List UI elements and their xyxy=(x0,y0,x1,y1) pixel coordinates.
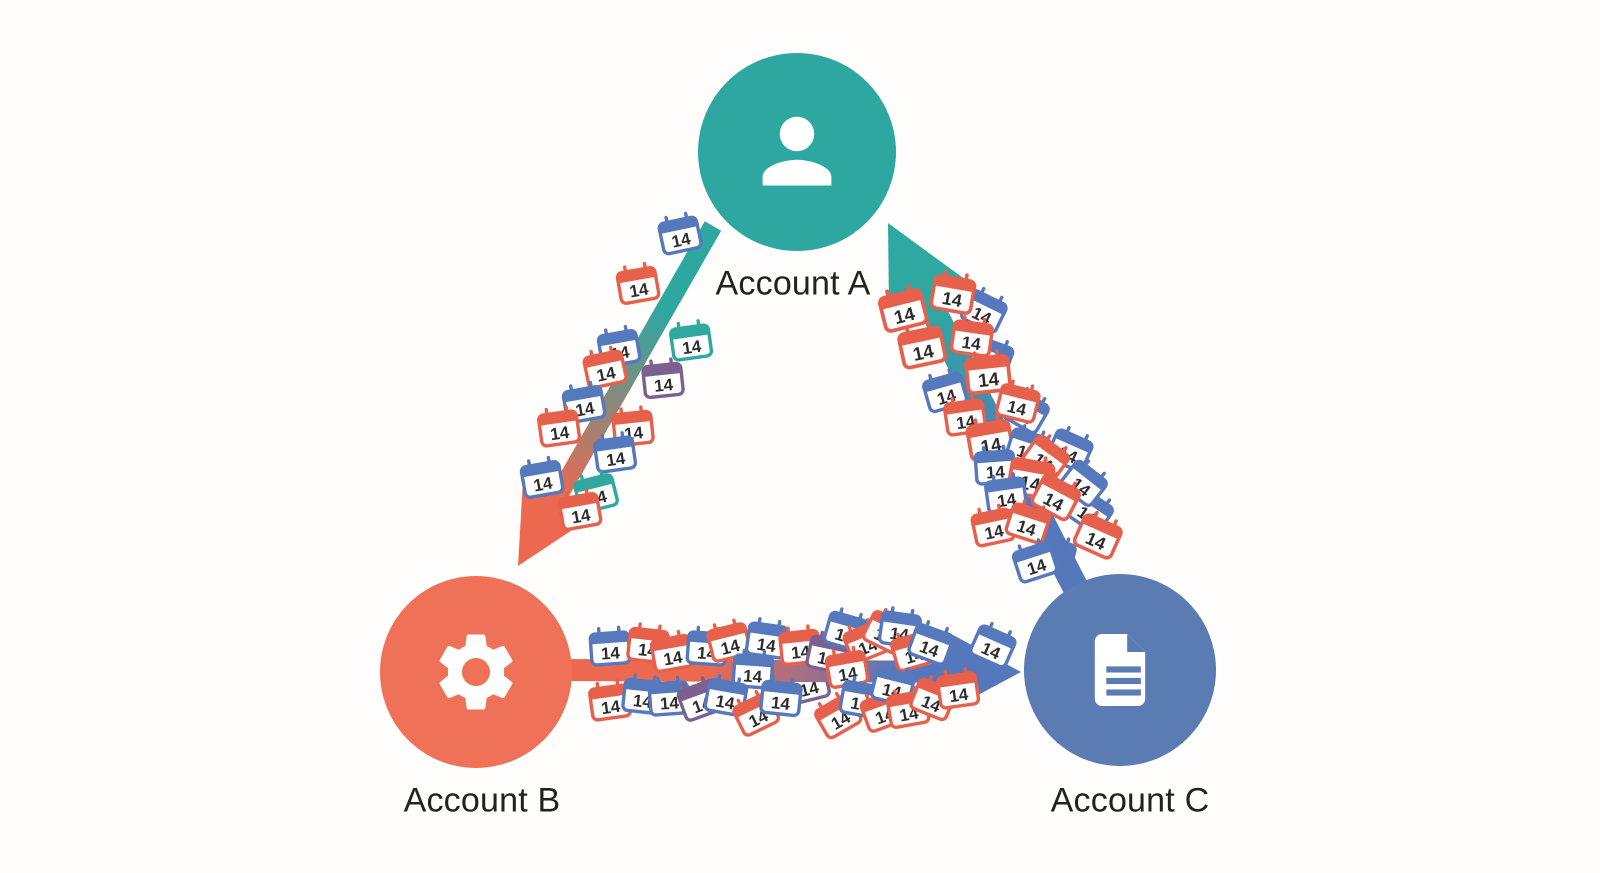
calendar-icon: 14 xyxy=(907,620,955,666)
arrow-a-to-b xyxy=(518,221,722,567)
svg-text:14: 14 xyxy=(574,398,596,420)
calendar-icon: 14 xyxy=(936,667,981,710)
svg-text:14: 14 xyxy=(628,279,650,301)
svg-text:14: 14 xyxy=(1005,397,1028,420)
svg-text:14: 14 xyxy=(653,375,674,396)
calendar-icon: 14 xyxy=(588,679,633,722)
svg-text:14: 14 xyxy=(743,666,764,686)
calendar-icon: 14 xyxy=(669,319,714,362)
calendar-icon: 14 xyxy=(582,345,628,390)
account-a-label: Account A xyxy=(715,264,871,303)
calendar-icon: 14 xyxy=(964,349,1012,396)
svg-text:14: 14 xyxy=(570,505,592,527)
svg-text:14: 14 xyxy=(911,340,936,365)
calendar-icon: 14 xyxy=(593,431,638,474)
gear-icon xyxy=(439,634,513,710)
svg-text:14: 14 xyxy=(770,693,791,714)
calendar-icon: 14 xyxy=(969,621,1017,669)
arrow-c-to-a xyxy=(888,223,1094,606)
svg-text:14: 14 xyxy=(961,333,983,355)
svg-text:14: 14 xyxy=(600,643,621,663)
svg-text:14: 14 xyxy=(719,636,742,659)
svg-text:14: 14 xyxy=(595,363,618,386)
calendar-icon: 14 xyxy=(1004,499,1052,545)
svg-text:14: 14 xyxy=(605,449,627,471)
svg-text:14: 14 xyxy=(977,368,1000,391)
calendar-icon: 14 xyxy=(649,629,695,673)
svg-text:14: 14 xyxy=(714,691,736,713)
account-c-label: Account C xyxy=(1050,781,1210,820)
calendar-icon: 14 xyxy=(557,487,603,531)
svg-text:14: 14 xyxy=(941,288,964,311)
account-nodes-layer xyxy=(380,53,1216,768)
calendar-icon: 14 xyxy=(537,405,582,448)
calendar-icon: 14 xyxy=(657,211,703,256)
calendar-icon: 14 xyxy=(897,321,947,370)
calendar-icon: 14 xyxy=(588,625,632,667)
calendar-icon: 14 xyxy=(1072,510,1123,560)
svg-text:14: 14 xyxy=(756,635,778,657)
svg-text:14: 14 xyxy=(948,685,970,707)
svg-text:14: 14 xyxy=(670,229,693,252)
calendar-icon: 14 xyxy=(744,617,789,660)
calendar-icon: 14 xyxy=(1011,538,1059,584)
svg-text:14: 14 xyxy=(798,678,821,701)
calendar-icon: 14 xyxy=(615,261,661,305)
svg-text:14: 14 xyxy=(662,647,684,669)
calendar-icon: 14 xyxy=(641,357,685,400)
calendar-icon: 14 xyxy=(519,455,565,499)
svg-text:14: 14 xyxy=(600,697,622,719)
calendar-icon: 14 xyxy=(929,269,977,315)
calendar-icon: 14 xyxy=(973,444,1017,486)
svg-text:14: 14 xyxy=(549,423,571,445)
account-b-node xyxy=(380,576,572,768)
svg-text:14: 14 xyxy=(985,462,1006,482)
calendar-icon: 14 xyxy=(943,394,988,437)
svg-text:14: 14 xyxy=(659,693,680,713)
calendar-icon: 14 xyxy=(647,675,691,717)
calendar-icon: 14 xyxy=(731,648,775,690)
person-icon xyxy=(762,116,832,186)
arrow-b-to-c xyxy=(560,631,1021,712)
account-a-node xyxy=(698,53,896,251)
account-b-label: Account B xyxy=(403,781,561,820)
svg-text:14: 14 xyxy=(681,337,703,359)
document-icon xyxy=(1094,634,1146,706)
calendar-icon: 14 xyxy=(759,675,803,718)
svg-text:14: 14 xyxy=(983,521,1006,544)
svg-text:14: 14 xyxy=(632,691,653,712)
calendar-icon: 14 xyxy=(995,379,1041,424)
svg-text:14: 14 xyxy=(532,473,554,495)
calendar-icon: 14 xyxy=(949,315,994,358)
account-c-node xyxy=(1024,574,1216,766)
